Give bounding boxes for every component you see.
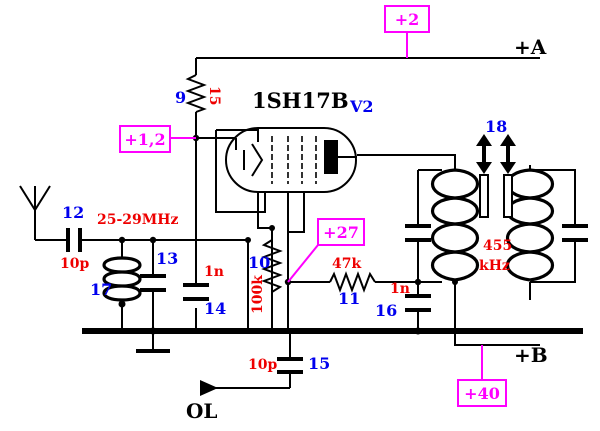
c12-value: 10p [60, 256, 89, 272]
if-transformer-t18 [430, 134, 555, 282]
r11-value: 47k [332, 256, 361, 272]
r11-ref: 11 [338, 289, 360, 308]
resistor-r10 [261, 239, 283, 293]
wiring [34, 57, 583, 389]
capacitor-c14 [183, 283, 209, 301]
l17-ref: 17 [90, 280, 112, 299]
tube-ref-label: V2 [349, 97, 374, 116]
r9-value: 15 [206, 86, 222, 105]
r9-ref: 9 [175, 88, 186, 107]
c15-value: 10p [248, 357, 277, 373]
test-point-plus-40: +40 [457, 345, 507, 407]
c14-value: 1n [204, 264, 224, 280]
input-label-ol: OL [186, 399, 217, 423]
test-point-label: +1,2 [124, 130, 165, 149]
capacitor-c16 [405, 294, 431, 335]
t18-frequency: 455 [483, 238, 512, 254]
test-point-label: +2 [395, 10, 420, 29]
test-point-label: +27 [323, 223, 359, 242]
rail-label-plus-b: +B [514, 343, 548, 367]
c16-value: 1n [390, 281, 410, 297]
t18-unit: kHz [479, 258, 510, 274]
coil-l17 [102, 256, 142, 308]
r10-ref: 10 [248, 253, 270, 272]
capacitor-c15 [277, 357, 303, 374]
tube-type-label: 1SH17B [252, 88, 349, 113]
c12-ref: 12 [62, 203, 84, 222]
resistor-r9 [185, 74, 207, 113]
rail-label-plus-a: +A [514, 35, 547, 59]
c16-ref: 16 [375, 301, 397, 320]
r10-value: 100k [250, 275, 266, 314]
arrow-right-icon [200, 380, 218, 396]
t18-ref: 18 [485, 117, 507, 136]
c15-ref: 15 [308, 354, 330, 373]
test-point-plus-2: +2 [384, 5, 430, 58]
c13-ref: 13 [156, 249, 178, 268]
tube-v2 [225, 127, 357, 215]
capacitor-if-secondary [562, 224, 588, 242]
resistor-r11 [329, 271, 376, 293]
input-band-label: 25-29MHz [97, 212, 179, 228]
capacitor-if-primary [405, 224, 431, 242]
test-point-plus-1-2: +1,2 [119, 125, 196, 153]
c14-ref: 14 [204, 299, 226, 318]
capacitor-c12 [66, 228, 82, 252]
test-point-plus-27: +27 [287, 218, 365, 283]
capacitor-c13 [140, 274, 166, 335]
antenna-icon [19, 185, 51, 212]
test-point-label: +40 [464, 384, 500, 403]
